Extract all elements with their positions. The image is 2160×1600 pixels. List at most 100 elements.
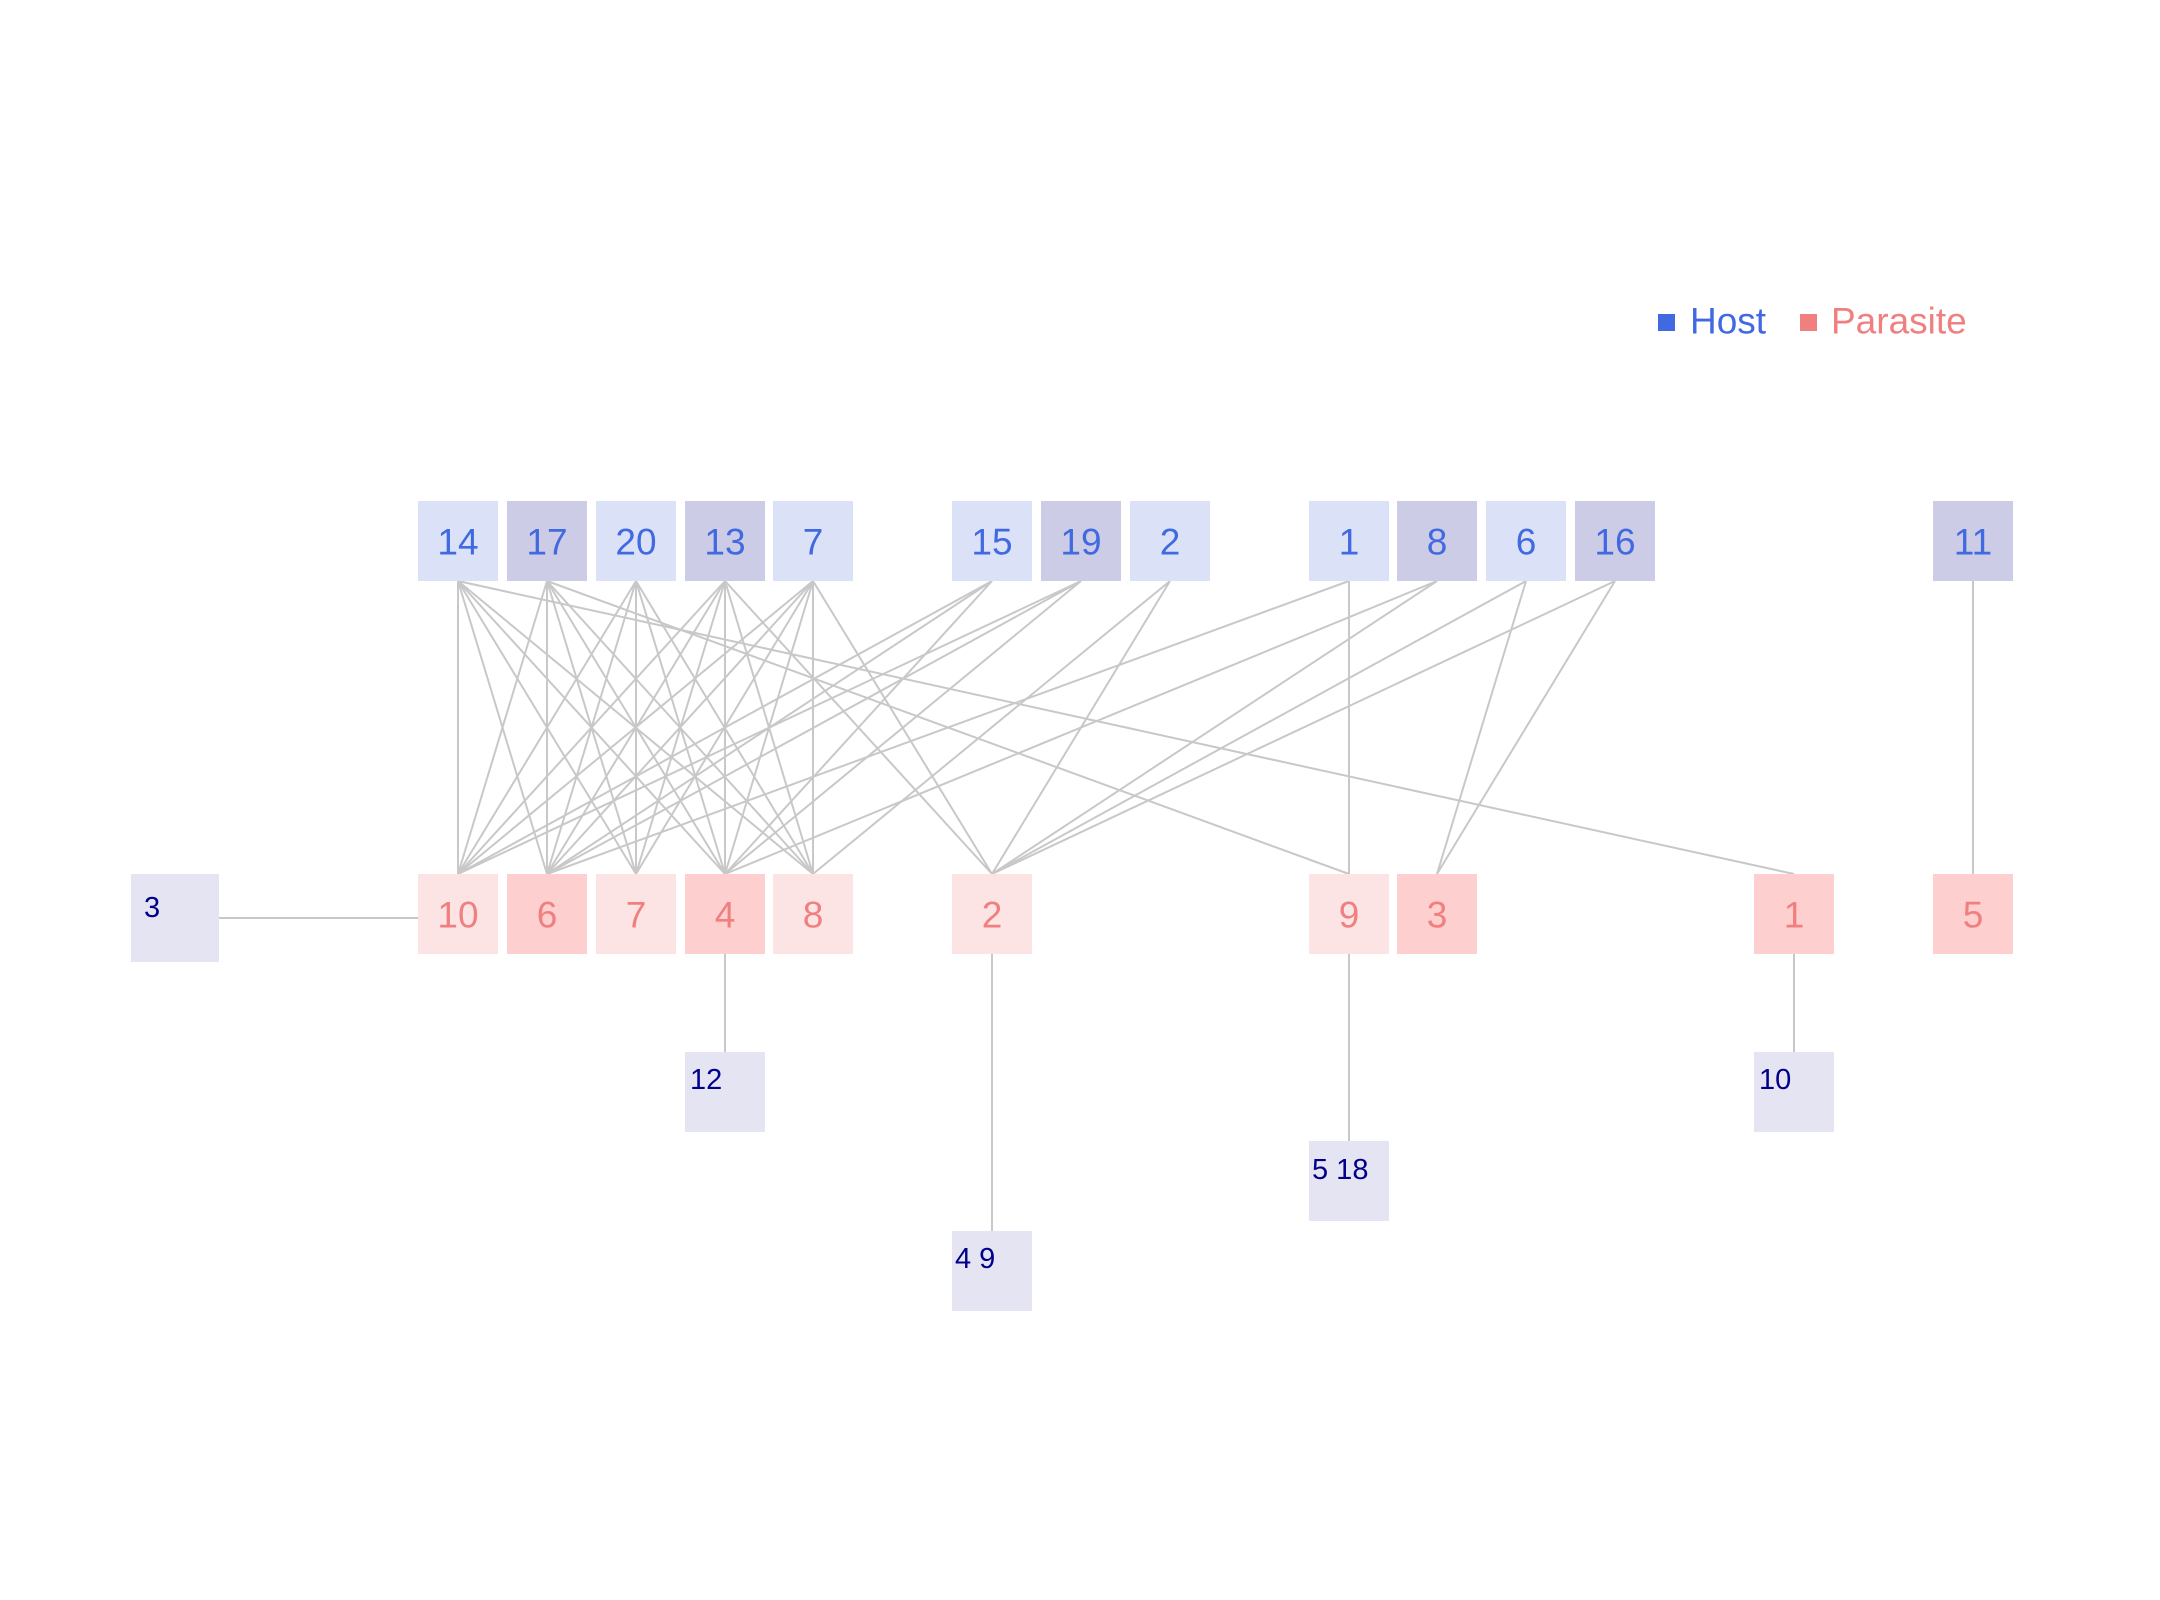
parasite-node-label: 7 bbox=[626, 895, 647, 936]
host-node-label: 13 bbox=[704, 522, 745, 563]
aux-box-label: 5 18 bbox=[1312, 1154, 1368, 1186]
aux-box-a3: 3 bbox=[131, 874, 219, 962]
host-node-14: 14 bbox=[418, 501, 498, 581]
parasite-node-label: 9 bbox=[1339, 895, 1360, 936]
edge-h19-p4 bbox=[724, 580, 1082, 875]
parasite-node-label: 1 bbox=[1784, 895, 1805, 936]
host-node-16: 16 bbox=[1575, 501, 1655, 581]
host-node-1: 1 bbox=[1309, 501, 1389, 581]
legend-parasite-swatch bbox=[1800, 314, 1817, 331]
host-node-19: 19 bbox=[1041, 501, 1121, 581]
edge-h1-p6 bbox=[546, 580, 1350, 875]
host-node-label: 17 bbox=[526, 522, 567, 563]
host-node-label: 15 bbox=[971, 522, 1012, 563]
parasite-node-box bbox=[1754, 874, 1834, 954]
host-node-box bbox=[773, 501, 853, 581]
aux-box-label: 12 bbox=[690, 1064, 722, 1096]
edge-h7-p6 bbox=[546, 580, 814, 875]
aux-box-rect bbox=[1309, 1141, 1389, 1221]
host-node-2: 2 bbox=[1130, 501, 1210, 581]
host-node-box bbox=[1486, 501, 1566, 581]
host-node-box bbox=[1130, 501, 1210, 581]
edge-h16-p3 bbox=[1436, 580, 1616, 875]
edge-h17-p10 bbox=[457, 580, 548, 875]
aux-box-rect bbox=[131, 874, 219, 962]
parasite-node-2: 2 bbox=[952, 874, 1032, 954]
parasite-node-box bbox=[507, 874, 587, 954]
parasite-node-label: 10 bbox=[437, 895, 478, 936]
legend-host-label: Host bbox=[1690, 301, 1767, 342]
aux-links-layer bbox=[219, 917, 1795, 1231]
edge-h8-p4 bbox=[724, 580, 1438, 875]
aux-box-a49: 4 9 bbox=[952, 1231, 1032, 1311]
host-node-label: 2 bbox=[1160, 522, 1181, 563]
host-node-box bbox=[507, 501, 587, 581]
host-node-label: 8 bbox=[1427, 522, 1448, 563]
host-node-label: 11 bbox=[1954, 522, 1992, 563]
host-node-8: 8 bbox=[1397, 501, 1477, 581]
host-node-label: 14 bbox=[437, 522, 478, 563]
parasite-node-label: 4 bbox=[715, 895, 736, 936]
parasite-node-box bbox=[685, 874, 765, 954]
parasite-node-3: 3 bbox=[1397, 874, 1477, 954]
edge-h19-p10 bbox=[457, 580, 1082, 875]
host-node-15: 15 bbox=[952, 501, 1032, 581]
host-node-17: 17 bbox=[507, 501, 587, 581]
parasite-node-label: 5 bbox=[1963, 895, 1984, 936]
host-node-6: 6 bbox=[1486, 501, 1566, 581]
host-node-box bbox=[1309, 501, 1389, 581]
host-node-box bbox=[418, 501, 498, 581]
aux-box-label: 3 bbox=[144, 892, 160, 924]
edge-h8-p2 bbox=[991, 580, 1438, 875]
host-node-box bbox=[1933, 501, 2013, 581]
parasite-node-box bbox=[952, 874, 1032, 954]
aux-box-a10: 10 bbox=[1754, 1052, 1834, 1132]
host-node-label: 20 bbox=[615, 522, 656, 563]
parasite-node-10: 10 bbox=[418, 874, 498, 954]
parasite-node-box bbox=[418, 874, 498, 954]
parasite-node-7: 7 bbox=[596, 874, 676, 954]
host-node-box bbox=[1575, 501, 1655, 581]
aux-box-rect bbox=[1754, 1052, 1834, 1132]
legend-host-swatch bbox=[1658, 314, 1675, 331]
host-node-20: 20 bbox=[596, 501, 676, 581]
edge-h2-p8 bbox=[812, 580, 1171, 875]
edge-h7-p10 bbox=[457, 580, 814, 875]
aux-box-label: 4 9 bbox=[955, 1243, 995, 1275]
parasite-node-box bbox=[773, 874, 853, 954]
host-node-box bbox=[685, 501, 765, 581]
host-node-box bbox=[1041, 501, 1121, 581]
edge-h19-p6 bbox=[546, 580, 1082, 875]
parasite-node-box bbox=[1309, 874, 1389, 954]
parasite-node-label: 3 bbox=[1427, 895, 1448, 936]
host-node-11: 11 bbox=[1933, 501, 2013, 581]
edges-layer bbox=[457, 580, 1974, 875]
host-node-label: 6 bbox=[1516, 522, 1537, 563]
parasite-node-9: 9 bbox=[1309, 874, 1389, 954]
parasite-node-1: 1 bbox=[1754, 874, 1834, 954]
parasite-node-box bbox=[1933, 874, 2013, 954]
aux-box-label: 10 bbox=[1759, 1064, 1791, 1096]
host-node-13: 13 bbox=[685, 501, 765, 581]
host-node-label: 1 bbox=[1339, 522, 1360, 563]
edge-h15-p4 bbox=[724, 580, 993, 875]
edge-h15-p10 bbox=[457, 580, 993, 875]
host-node-label: 16 bbox=[1594, 522, 1635, 563]
host-node-box bbox=[596, 501, 676, 581]
parasite-node-6: 6 bbox=[507, 874, 587, 954]
edge-h20-p10 bbox=[457, 580, 637, 875]
edge-h6-p2 bbox=[991, 580, 1527, 875]
host-node-label: 19 bbox=[1060, 522, 1101, 563]
host-node-label: 7 bbox=[803, 522, 824, 563]
hosts-layer: 14 17 20 13 7 15 19 2 1 8 6 16 11 bbox=[418, 501, 2013, 581]
parasite-node-4: 4 bbox=[685, 874, 765, 954]
aux-box-rect bbox=[952, 1231, 1032, 1311]
aux-box-a12: 12 bbox=[685, 1052, 765, 1132]
edge-h16-p2 bbox=[991, 580, 1616, 875]
parasite-node-8: 8 bbox=[773, 874, 853, 954]
parasite-node-label: 6 bbox=[537, 895, 558, 936]
parasite-node-label: 2 bbox=[982, 895, 1003, 936]
